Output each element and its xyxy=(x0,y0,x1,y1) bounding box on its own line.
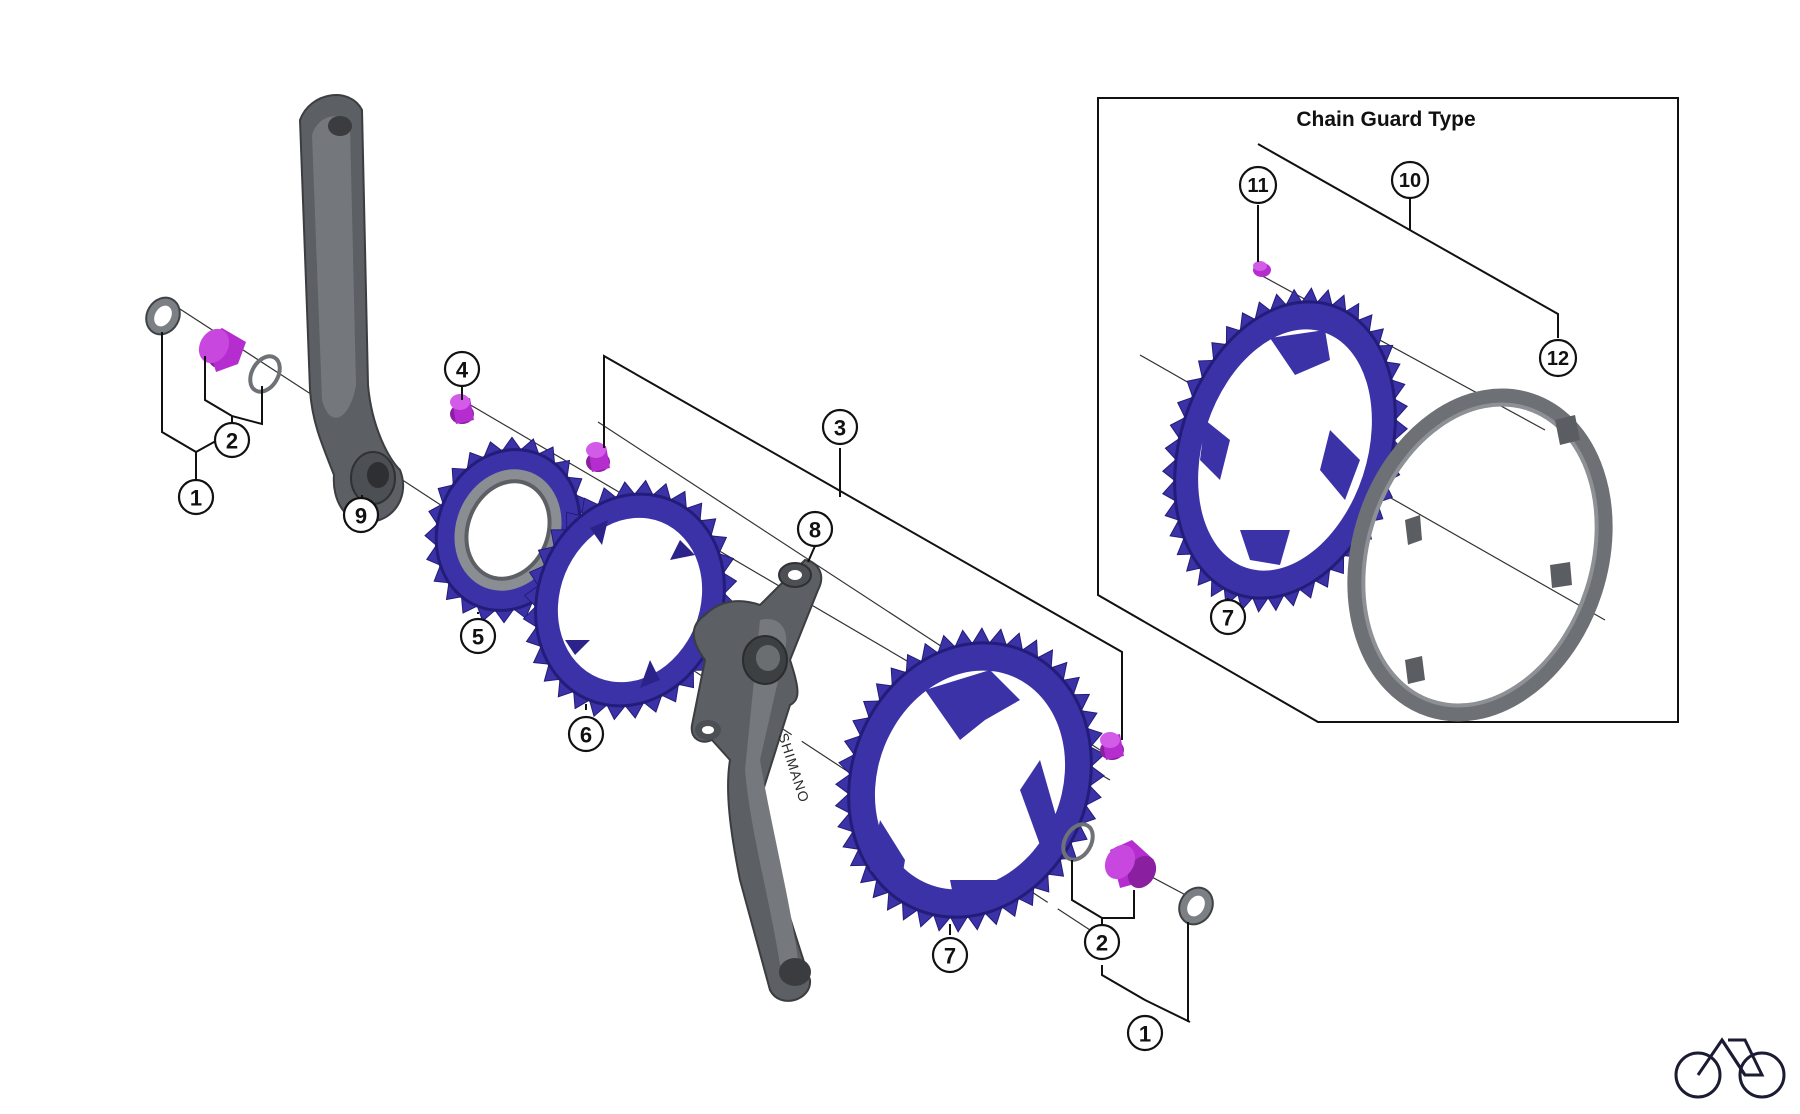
callout-1-right: 1 xyxy=(1126,1014,1164,1052)
svg-text:7: 7 xyxy=(944,944,956,969)
callout-5: 5 xyxy=(459,617,497,655)
left-fixing-bolt xyxy=(198,328,246,372)
crank-brand-text: SHIMANO xyxy=(775,731,813,805)
svg-text:3: 3 xyxy=(834,416,846,441)
chainring-bolt-3-bottom xyxy=(1100,732,1124,760)
callout-2-left: 2 xyxy=(213,421,251,459)
svg-text:4: 4 xyxy=(456,358,469,383)
svg-text:8: 8 xyxy=(809,518,821,543)
callout-3: 3 xyxy=(821,408,859,446)
inset-bolt-11 xyxy=(1253,261,1271,277)
large-chainring xyxy=(834,627,1106,933)
callout-1-left: 1 xyxy=(177,478,215,516)
svg-text:6: 6 xyxy=(580,723,592,748)
callout-6: 6 xyxy=(567,715,605,753)
chainring-tooth xyxy=(949,915,969,933)
callout-9: 9 xyxy=(342,496,380,534)
chainring-bolt-4 xyxy=(450,394,474,424)
chain-guard-inset-frame xyxy=(1097,97,1679,723)
callout-8: 8 xyxy=(796,510,834,548)
svg-text:10: 10 xyxy=(1399,170,1421,192)
callout-7-main: 7 xyxy=(931,936,969,974)
right-crank-arm: SHIMANO xyxy=(690,558,823,1002)
right-washer-outer xyxy=(1178,886,1214,926)
svg-text:1: 1 xyxy=(1139,1022,1151,1047)
bicycle-icon xyxy=(1674,1037,1786,1099)
svg-text:2: 2 xyxy=(226,429,238,454)
svg-text:1: 1 xyxy=(190,486,202,511)
chainring-tooth xyxy=(1251,597,1270,613)
chainring-tooth xyxy=(971,627,991,645)
svg-text:9: 9 xyxy=(355,504,367,529)
callout-4: 4 xyxy=(443,350,481,388)
callout-10: 10 xyxy=(1390,160,1430,200)
inset-chain-guard xyxy=(1347,388,1613,722)
svg-text:12: 12 xyxy=(1547,348,1569,370)
callout-2-right: 2 xyxy=(1083,923,1121,961)
callout-12: 12 xyxy=(1538,338,1578,378)
chainring-bolt-3-top xyxy=(586,442,610,472)
svg-text:7: 7 xyxy=(1222,606,1234,631)
right-washer-inner xyxy=(1061,822,1095,862)
callout-11: 11 xyxy=(1238,165,1278,205)
leader-lines xyxy=(161,143,1559,1023)
svg-text:2: 2 xyxy=(1096,931,1108,956)
chainring-tooth xyxy=(1300,287,1319,303)
right-fixing-bolt xyxy=(1104,840,1157,889)
left-crank-arm xyxy=(298,94,405,524)
svg-text:11: 11 xyxy=(1247,175,1268,197)
left-washer-inner xyxy=(248,354,282,394)
inset-chainring xyxy=(1162,287,1408,613)
callout-7-inset: 7 xyxy=(1209,598,1247,636)
left-washer-outer xyxy=(145,296,181,336)
inset-title: Chain Guard Type xyxy=(1296,108,1475,131)
middle-chainring xyxy=(522,479,738,721)
svg-text:5: 5 xyxy=(472,625,484,650)
